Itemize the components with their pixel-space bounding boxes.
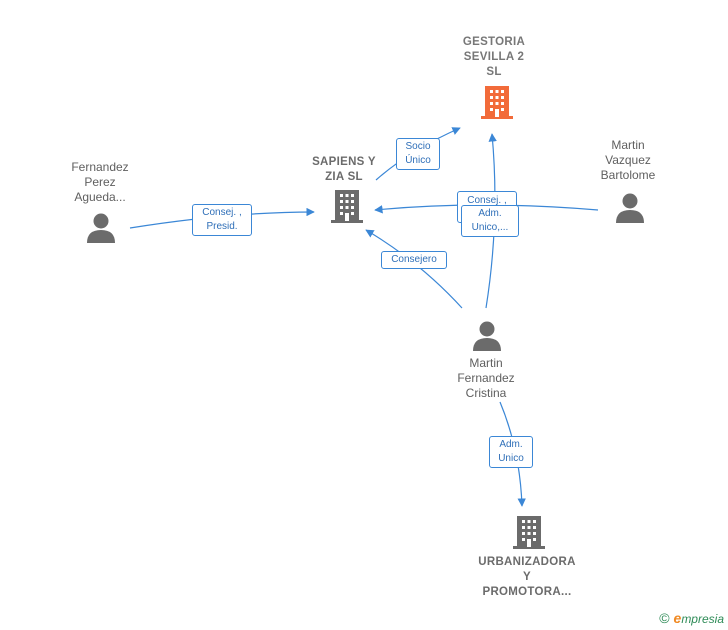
- edge-label-consejero[interactable]: Consejero: [381, 251, 447, 269]
- node-label-urbanizadora[interactable]: URBANIZADORA Y PROMOTORA...: [478, 556, 576, 598]
- brand-e: e: [673, 610, 682, 626]
- node-label-fernandez-perez[interactable]: Fernandez Perez Agueda...: [71, 160, 129, 204]
- copyright-icon: ©: [659, 610, 670, 626]
- brand-name: mpresia: [681, 612, 724, 626]
- person-icon[interactable]: [473, 321, 501, 352]
- edge-martin-fernandez-to-sapiens: [365, 229, 463, 309]
- footer-brand[interactable]: ©empresia: [659, 610, 724, 626]
- node-label-martin-fernandez[interactable]: Martin Fernandez Cristina: [457, 356, 515, 400]
- edge-label-socio-unico[interactable]: Socio Único: [396, 138, 440, 170]
- node-label-gestoria[interactable]: GESTORIA SEVILLA 2 SL: [462, 36, 526, 78]
- node-label-sapiens[interactable]: SAPIENS Y ZIA SL: [312, 156, 376, 183]
- edge-label-adm-unico-front[interactable]: Adm. Unico,...: [461, 205, 519, 237]
- edge-label-adm-unico-bottom[interactable]: Adm. Unico: [489, 436, 533, 468]
- node-label-martin-vazquez[interactable]: Martin Vazquez Bartolome: [600, 138, 656, 182]
- person-icon[interactable]: [87, 213, 115, 244]
- building-icon[interactable]: [513, 516, 545, 549]
- building-icon[interactable]: [481, 86, 513, 119]
- person-icon[interactable]: [616, 193, 644, 224]
- edge-label-consej-presid[interactable]: Consej. , Presid.: [192, 204, 252, 236]
- building-icon[interactable]: [331, 190, 363, 223]
